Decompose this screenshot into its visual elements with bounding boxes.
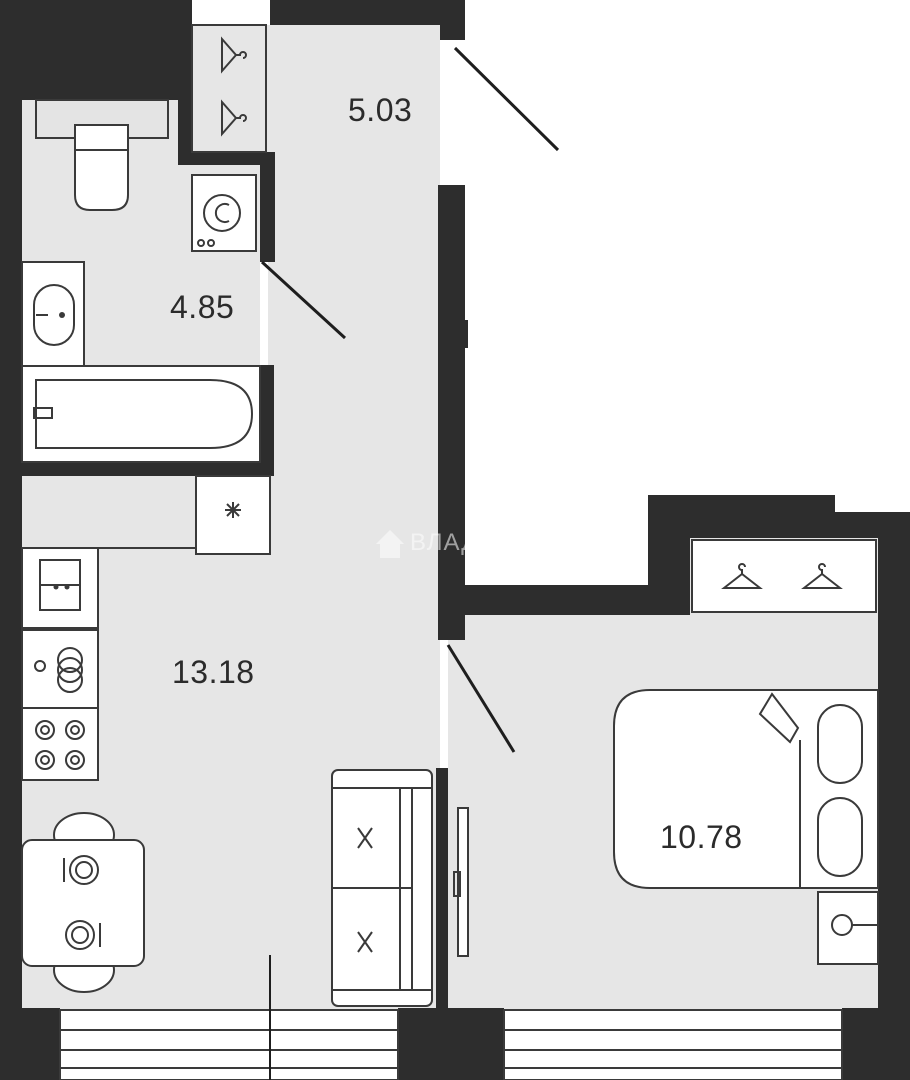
house-icon — [376, 530, 404, 558]
dining-set — [21, 812, 145, 993]
hanger-icon — [721, 563, 763, 589]
nightstand-icon — [817, 891, 879, 965]
washing-machine-icon — [191, 174, 257, 252]
wall-bath-top — [178, 152, 275, 262]
wall-bath-bottom — [22, 462, 274, 476]
door-entrance — [453, 46, 560, 152]
dining-table — [21, 839, 145, 967]
hanger-icon — [221, 36, 247, 74]
wall-wardrobe-corner — [178, 25, 192, 165]
floor-wardrobe-hall — [192, 25, 268, 152]
watermark-text: ВЛАДИС — [410, 529, 515, 556]
toilet-icon — [35, 99, 169, 211]
plate-icon — [65, 920, 101, 950]
area-label-bathroom: 4.85 — [170, 289, 234, 325]
wall-partition — [436, 768, 448, 1008]
area-label-kitchen-living: 13.18 — [172, 654, 255, 690]
hanger-icon — [801, 563, 843, 589]
wall-bottom-mid — [398, 1008, 504, 1080]
wall-bottom-right — [842, 1008, 910, 1080]
kitchen-fixtures — [21, 475, 271, 781]
plate-icon — [63, 855, 99, 885]
bathroom-fixtures — [21, 99, 261, 463]
tv-stand — [453, 807, 469, 957]
wall-hall-right — [438, 185, 465, 640]
kitchen-sink-icon — [39, 559, 81, 611]
wall-hall-notch — [460, 320, 468, 348]
window-kitchen — [59, 1009, 399, 1080]
sink-icon — [21, 261, 85, 367]
bed-icon — [613, 689, 879, 889]
sofa-icon — [331, 769, 433, 1007]
windows — [59, 1009, 843, 1080]
bathtub-icon — [21, 365, 261, 463]
door-bedroom — [446, 644, 516, 753]
wall-bottom-left — [0, 1008, 60, 1080]
boiler-icon — [195, 475, 271, 555]
hanger-icon — [221, 99, 247, 137]
refrigerator-icon — [21, 629, 99, 709]
doors — [260, 46, 560, 1080]
area-labels: 5.03 4.85 13.18 10.78 — [170, 92, 743, 855]
window-bedroom — [503, 1009, 843, 1080]
area-label-bedroom: 10.78 — [660, 819, 743, 855]
wardrobe-hall — [191, 24, 267, 153]
wall-left — [0, 0, 22, 1080]
wall-bath-right — [260, 365, 274, 465]
watermark: ВЛАДИС — [376, 529, 515, 558]
wall-bedroom-top — [438, 495, 910, 1080]
wardrobe-bedroom — [691, 539, 877, 613]
cooktop-icon — [21, 707, 99, 781]
door-bathroom — [260, 260, 347, 340]
wall-top-left — [0, 0, 465, 100]
area-label-hall: 5.03 — [348, 92, 412, 128]
